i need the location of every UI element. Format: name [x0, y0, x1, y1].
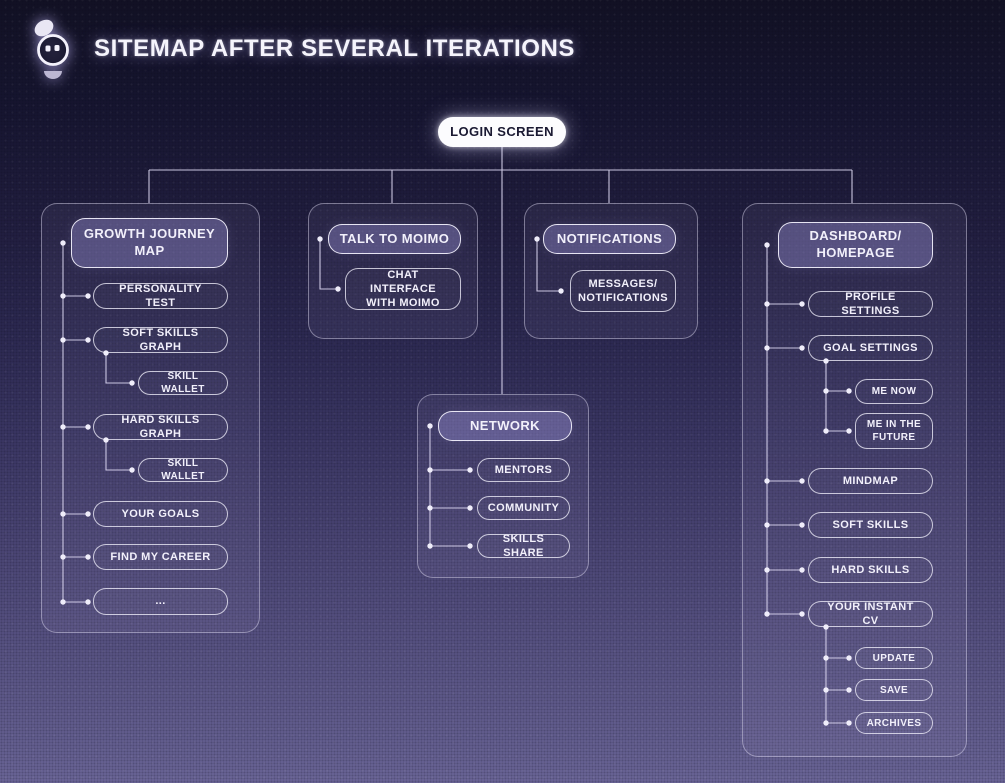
node-me-now: ME NOW: [855, 379, 933, 404]
node-archives: ARCHIVES: [855, 712, 933, 734]
node-hard-skills: HARD SKILLS: [808, 557, 933, 583]
node-find-my-career: FIND MY CAREER: [93, 544, 228, 570]
node-login-screen: LOGIN SCREEN: [438, 117, 566, 147]
node-update: UPDATE: [855, 647, 933, 669]
node-mentors: MENTORS: [477, 458, 570, 482]
node-messages-notifications: MESSAGES/ NOTIFICATIONS: [570, 270, 676, 312]
node-ellipsis: ...: [93, 588, 228, 615]
node-goal-settings: GOAL SETTINGS: [808, 335, 933, 361]
node-dashboard-homepage: DASHBOARD/ HOMEPAGE: [778, 222, 933, 268]
node-talk-to-moimo: TALK TO MOIMO: [328, 224, 461, 254]
node-me-in-the-future: ME IN THE FUTURE: [855, 413, 933, 449]
node-notifications: NOTIFICATIONS: [543, 224, 676, 254]
node-your-goals: YOUR GOALS: [93, 501, 228, 527]
node-community: COMMUNITY: [477, 496, 570, 520]
page-title: SITEMAP AFTER SEVERAL ITERATIONS: [94, 35, 576, 62]
node-soft-skills-graph: SOFT SKILLS GRAPH: [93, 327, 228, 353]
node-chat-interface-with-moimo: CHAT INTERFACE WITH MOIMO: [345, 268, 461, 310]
node-growth-journey-map: GROWTH JOURNEY MAP: [71, 218, 228, 268]
node-skill-wallet-soft: SKILL WALLET: [138, 371, 228, 395]
node-skills-share: SKILLS SHARE: [477, 533, 570, 559]
node-profile-settings: PROFILE SETTINGS: [808, 291, 933, 317]
moimo-robot-icon: [34, 19, 69, 79]
node-skill-wallet-hard: SKILL WALLET: [138, 458, 228, 482]
node-hard-skills-graph: HARD SKILLS GRAPH: [93, 414, 228, 440]
node-save: SAVE: [855, 679, 933, 701]
header: SITEMAP AFTER SEVERAL ITERATIONS: [30, 14, 575, 84]
connector-dots: [60, 236, 852, 726]
node-personality-test: PERSONALITY TEST: [93, 283, 228, 309]
node-mindmap: MINDMAP: [808, 468, 933, 494]
node-your-instant-cv: YOUR INSTANT CV: [808, 601, 933, 627]
node-network: NETWORK: [438, 411, 572, 441]
node-soft-skills: SOFT SKILLS: [808, 512, 933, 538]
